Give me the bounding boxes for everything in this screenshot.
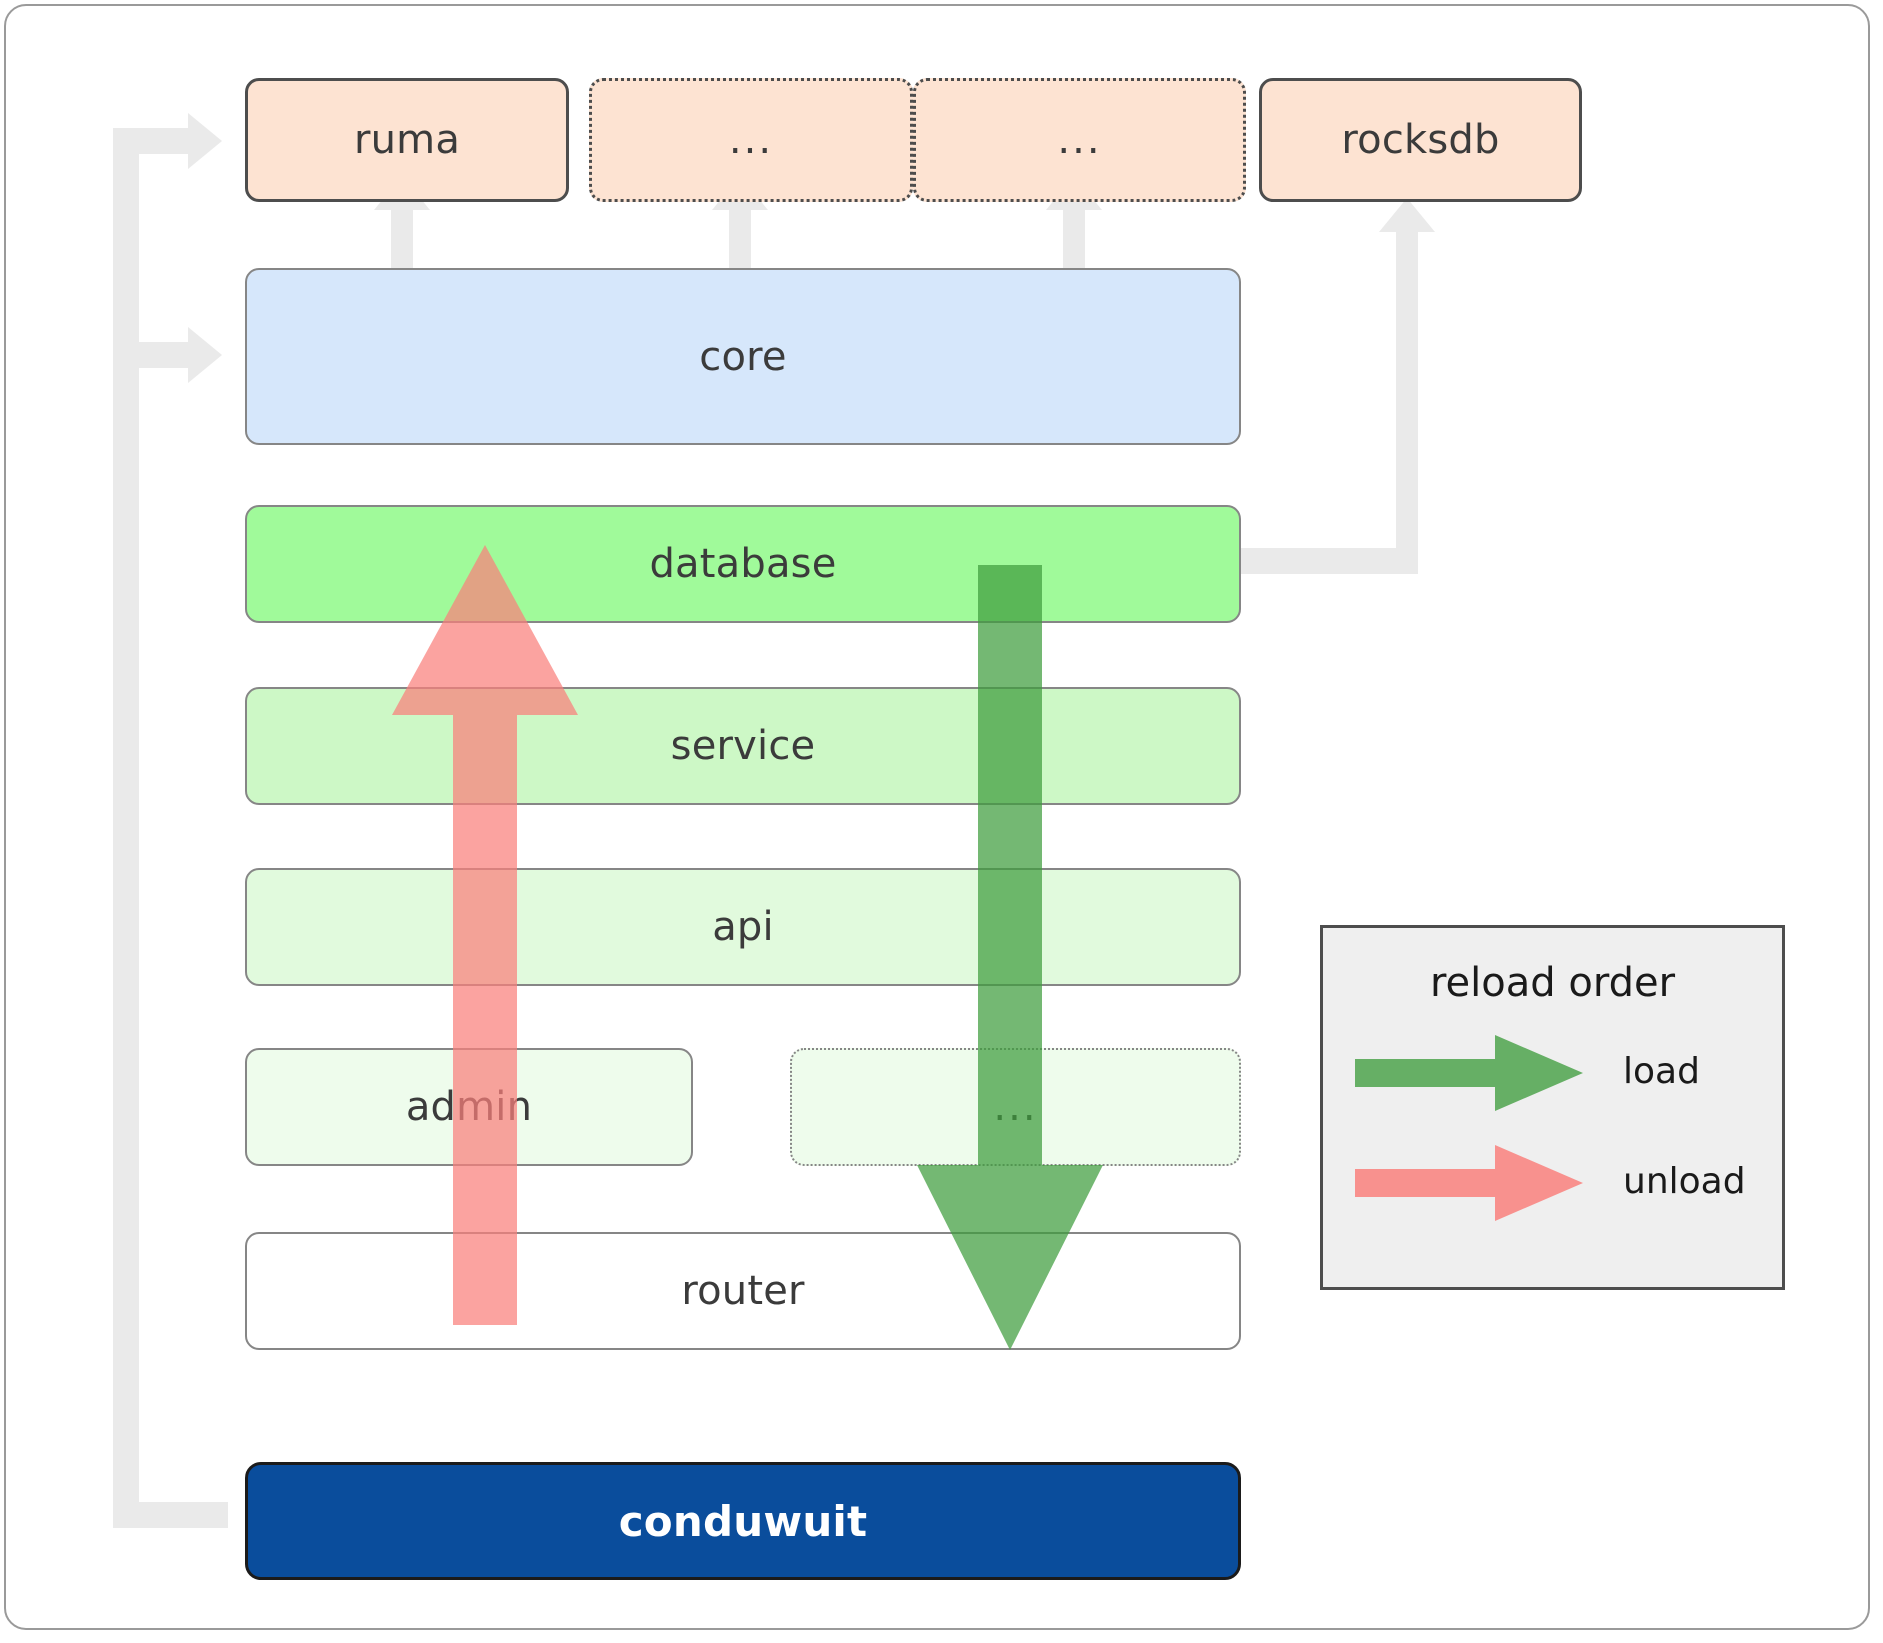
layer-label-core: core (699, 333, 787, 380)
layer-label-admin: admin (405, 1084, 533, 1130)
layer-node-service[interactable]: service (245, 687, 1241, 805)
connector-branch-core (113, 342, 188, 368)
dependency-node-ellipsis-2[interactable]: ... (913, 78, 1246, 202)
layer-label-database: database (649, 541, 837, 587)
connector-branch-ruma (113, 128, 188, 154)
layer-label-ellipsis: ... (993, 1084, 1038, 1130)
legend-arrow-unload (1355, 1143, 1585, 1223)
layer-node-api[interactable]: api (245, 868, 1241, 986)
dependency-node-rocksdb[interactable]: rocksdb (1259, 78, 1582, 202)
diagram-frame (4, 4, 1870, 1630)
connector-rocksdb-arrow (1379, 198, 1435, 232)
layer-node-router[interactable]: router (245, 1232, 1241, 1350)
connector-trunk-vertical (113, 128, 139, 1528)
layer-node-admin[interactable]: admin (245, 1048, 693, 1166)
dependency-node-ellipsis-1[interactable]: ... (589, 78, 913, 202)
connector-arrow-ruma (188, 113, 222, 169)
layer-node-core[interactable]: core (245, 268, 1241, 445)
layer-node-ellipsis[interactable]: ... (790, 1048, 1241, 1166)
connector-core-to-dots1-stem (729, 206, 751, 270)
layer-label-service: service (670, 723, 816, 769)
layer-label-api: api (712, 904, 774, 950)
dependency-label-ellipsis-2: ... (1057, 117, 1102, 163)
connector-core-to-dots2-stem (1063, 206, 1085, 270)
dependency-node-ruma[interactable]: ruma (245, 78, 569, 202)
root-node-conduwuit[interactable]: conduwuit (245, 1462, 1241, 1580)
dependency-label-ruma: ruma (353, 117, 461, 163)
legend-label-unload: unload (1623, 1161, 1746, 1202)
connector-database-to-rocksdb-vertical (1396, 232, 1418, 574)
connector-database-to-rocksdb-horizontal (1230, 548, 1417, 574)
layer-node-database[interactable]: database (245, 505, 1241, 623)
legend-arrow-load (1355, 1033, 1585, 1113)
dependency-label-ellipsis-1: ... (728, 117, 774, 163)
legend-panel: reload order load unload (1320, 925, 1785, 1290)
connector-trunk-bottom (113, 1502, 228, 1528)
dependency-label-rocksdb: rocksdb (1341, 117, 1500, 163)
layer-label-router: router (681, 1268, 805, 1314)
legend-title: reload order (1429, 960, 1676, 1006)
root-label-conduwuit: conduwuit (618, 1496, 868, 1546)
connector-arrow-core (188, 327, 222, 383)
connector-core-to-ruma-stem (391, 206, 413, 270)
legend-label-load: load (1623, 1051, 1700, 1092)
